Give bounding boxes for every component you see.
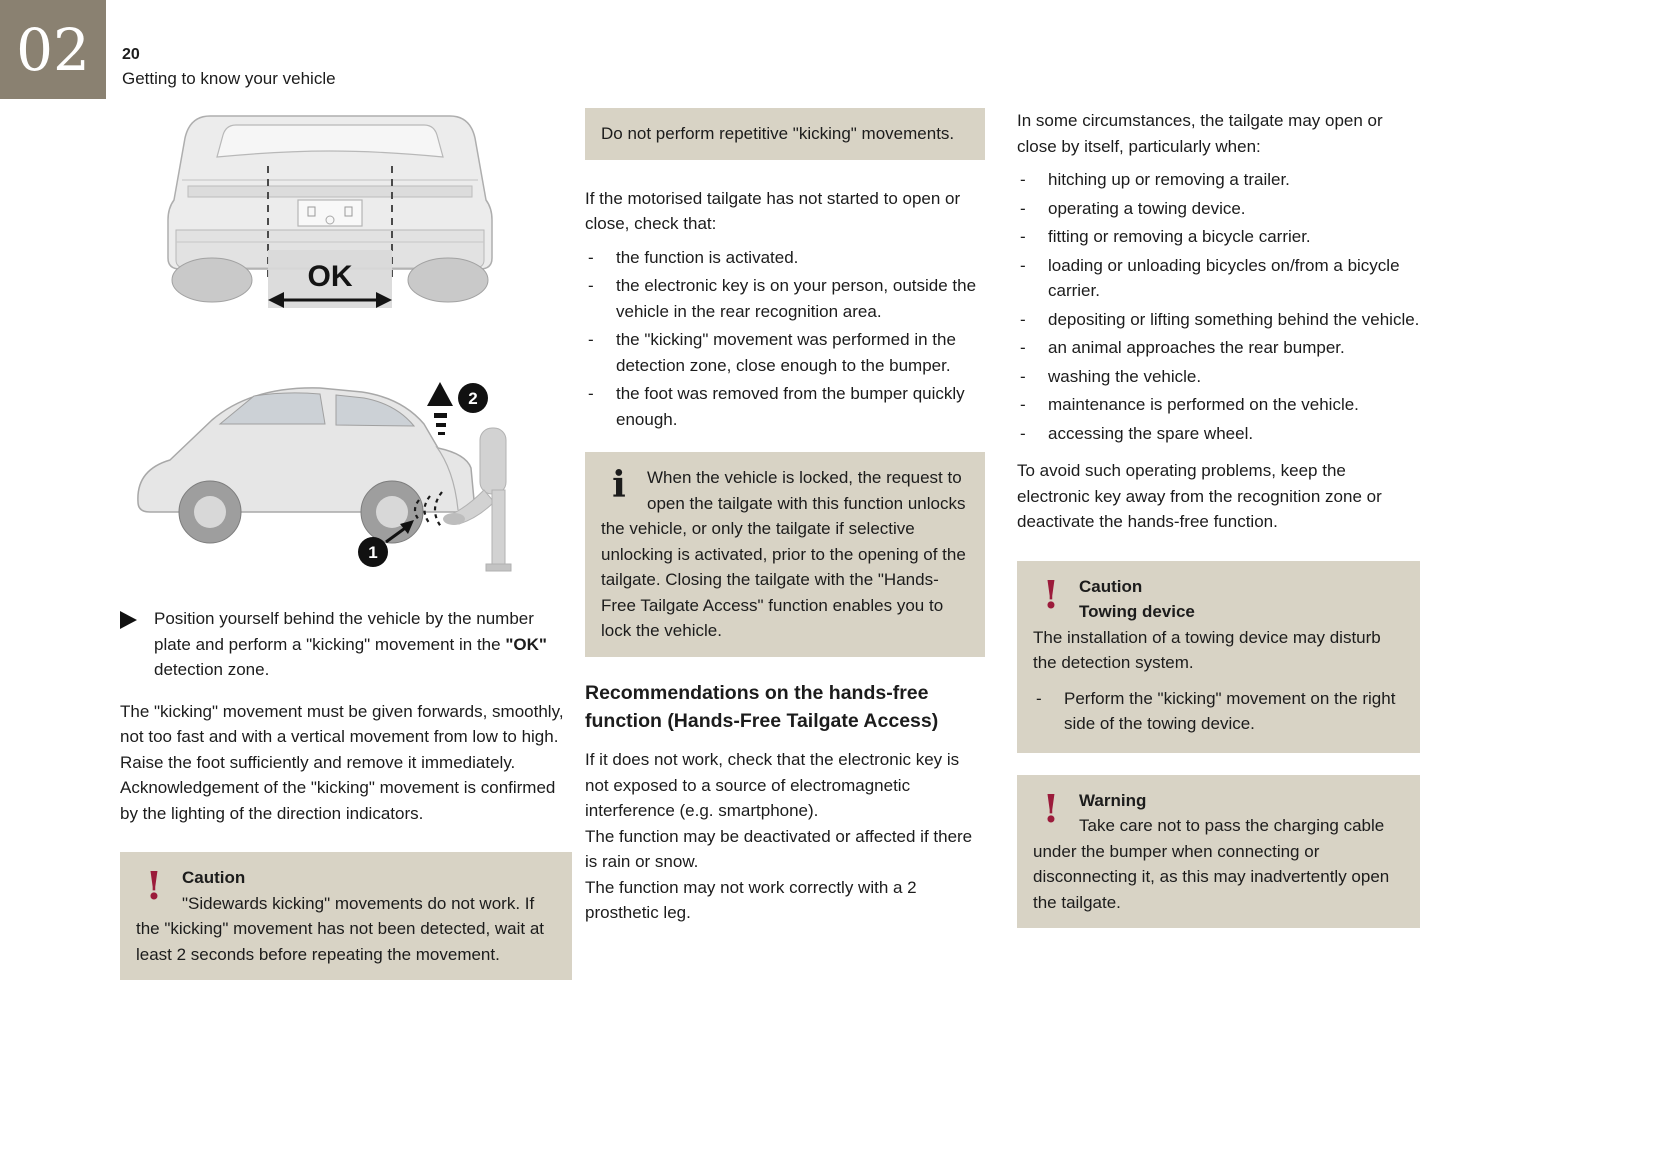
section-title: Getting to know your vehicle [122,69,336,88]
badge-1-circle [358,537,388,567]
kicking-movement-paragraph: The "kicking" movement must be given for… [120,701,564,823]
instruction-text-bold: "OK" [505,634,547,654]
caution-subtitle: Towing device [1079,602,1195,621]
circumstance-item: washing the vehicle. [1017,364,1420,390]
side-view-car-image: 2 1 [137,382,512,572]
warning-title: Warning [1079,790,1147,810]
caution-box-towing: ! Caution Towing device The installation… [1017,560,1420,753]
circumstance-item: accessing the spare wheel. [1017,421,1420,447]
recommendations-heading: Recommendations on the hands-free functi… [585,681,939,732]
tailgate-check-list: the function is activated. the electroni… [585,245,985,433]
side-view-illustration: 2 1 [120,340,572,590]
caution-list: Perform the "kicking" movement on the ri… [1033,686,1404,737]
circumstance-item: operating a towing device. [1017,196,1420,222]
chapter-badge: 02 [0,0,106,99]
check-item: the electronic key is on your person, ou… [585,273,985,324]
avoid-problems-paragraph: To avoid such operating problems, keep t… [1017,461,1382,531]
rear-view-car-image: OK [167,115,493,308]
caution-exclamation-icon: ! [145,863,163,908]
chapter-number: 02 [16,15,90,84]
circumstance-item: loading or unloading bicycles on/from a … [1017,253,1420,304]
circumstance-item: depositing or lifting something behind t… [1017,307,1420,333]
circumstance-item: fitting or removing a bicycle carrier. [1017,224,1420,250]
arrow-bullet-icon [120,611,137,629]
check-item: the "kicking" movement was performed in … [585,327,985,378]
caution-body: The installation of a towing device may … [1033,627,1381,673]
ok-zone-label: OK [308,260,353,293]
info-box-locked-vehicle: i When the vehicle is locked, the reques… [585,452,985,657]
recommendation-paragraph: The function may be deactivated or affec… [585,826,973,872]
recommendation-paragraph: If it does not work, check that the elec… [585,750,960,821]
instruction-text-pre: Position yourself behind the vehicle by … [154,609,534,654]
badge-2-circle [458,383,488,413]
circumstance-item: an animal approaches the rear bumper. [1017,335,1420,361]
warning-exclamation-icon: ! [1042,785,1060,831]
caution-title: Caution [182,868,246,887]
caution-body: "Sidewards kicking" movements do not wor… [136,893,545,964]
caution-list-item: Perform the "kicking" movement on the ri… [1033,686,1404,737]
self-open-list: hitching up or removing a trailer. opera… [1017,167,1420,446]
warning-box-charging-cable: ! Warning Take care not to pass the char… [1017,774,1420,928]
tailgate-check-intro: If the motorised tailgate has not starte… [585,188,961,234]
circumstance-item: hitching up or removing a trailer. [1017,167,1420,193]
instruction-text-post: detection zone. [154,660,270,679]
column-middle: Do not perform repetitive "kicking" move… [585,108,985,926]
self-open-intro: In some circumstances, the tailgate may … [1017,111,1383,156]
circumstance-item: maintenance is performed on the vehicle. [1017,392,1420,418]
caution-exclamation-icon: ! [1042,571,1060,617]
page-number: 20 [122,46,140,63]
info-text: When the vehicle is locked, the request … [601,468,966,640]
recommendation-paragraph: The function may not work correctly with… [585,877,917,923]
caution-box-sidewards: ! Caution "Sidewards kicking" movements … [120,852,572,980]
notice-text: Do not perform repetitive "kicking" move… [601,124,955,143]
rear-view-illustration: OK [120,108,572,326]
column-right: In some circumstances, the tailgate may … [1017,108,1420,928]
notice-box-repetitive: Do not perform repetitive "kicking" move… [585,108,985,160]
badge-2: 2 [468,389,477,408]
badge-1: 1 [368,543,377,562]
info-icon: i [612,464,626,506]
warning-body: Take care not to pass the charging cable… [1033,816,1390,912]
caution-title: Caution [1079,576,1143,596]
check-item: the foot was removed from the bumper qui… [585,381,985,432]
page-header: 20 Getting to know your vehicle [122,46,336,89]
check-item: the function is activated. [585,245,985,271]
column-left: OK [120,108,572,980]
instruction-bullet: Position yourself behind the vehicle by … [120,606,572,683]
